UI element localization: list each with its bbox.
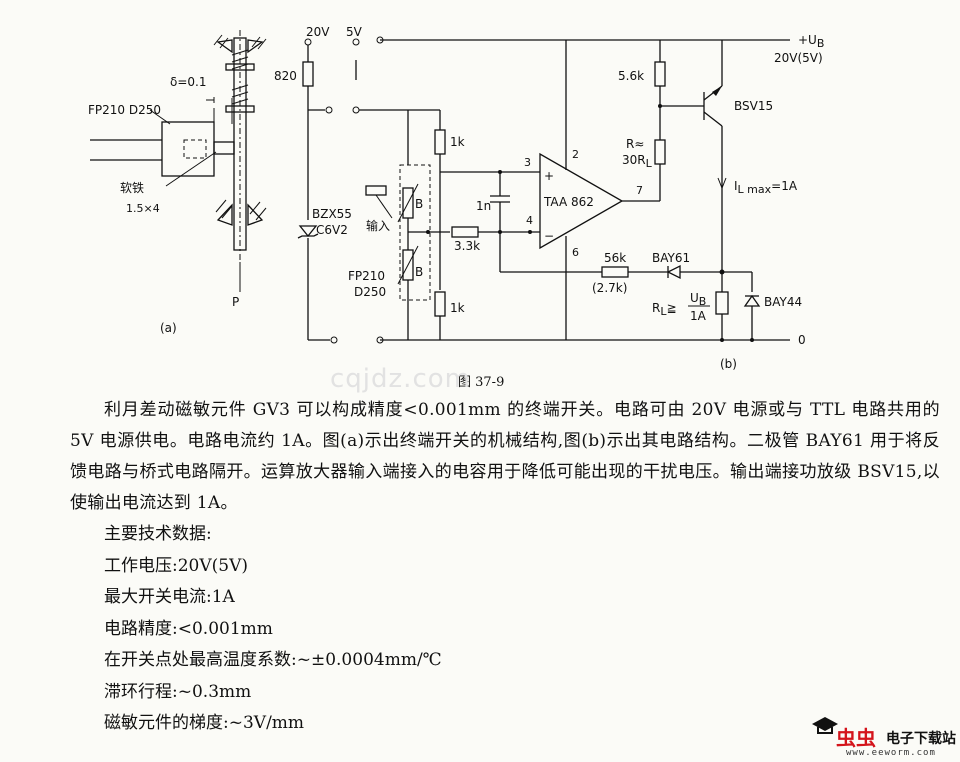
label-rl-num: UB <box>690 291 706 308</box>
lower-nut <box>225 105 255 113</box>
terminal-ub-left <box>376 36 384 44</box>
rod-thread <box>231 49 249 105</box>
terminal-5v <box>352 38 360 46</box>
label-3k3: 3.3k <box>454 239 480 253</box>
part-a-label: (a) <box>160 321 177 335</box>
label-bay44: BAY44 <box>764 295 802 309</box>
label-820: 820 <box>274 69 297 83</box>
opamp-taa862 <box>539 152 624 250</box>
zener-diode <box>298 225 318 238</box>
label-20v: 20V <box>306 25 330 39</box>
resistor-30rl <box>654 139 666 165</box>
label-1k-top: 1k <box>450 135 465 149</box>
resistor-3k3 <box>451 226 479 238</box>
diode-bay61 <box>666 264 681 280</box>
label-5v: 5V <box>346 25 363 39</box>
spec-item: 磁敏元件的梯度:~3V/mm <box>104 713 305 733</box>
terminal-20v <box>304 38 312 46</box>
current-arrow <box>717 177 727 190</box>
label-rl-1: R≈ <box>626 137 644 151</box>
spec-item: 电路精度:<0.001mm <box>104 618 273 639</box>
part-b-circuit: 20V 5V +UB 20V(5V) 820 BZX55 C6V2 0 1k <box>274 25 824 371</box>
sensor-element <box>183 139 207 159</box>
label-rl-cond: RL≧ <box>652 301 677 318</box>
label-pin2: 2 <box>572 148 579 161</box>
label-plus: + <box>544 169 554 183</box>
plunger-label: P <box>232 295 239 309</box>
figure-caption: 图 37-9 <box>458 375 504 390</box>
part-b-label: (b) <box>720 357 737 371</box>
spec-item: 滞环行程:~0.3mm <box>104 681 252 702</box>
label-sensor-b2: D250 <box>354 285 386 299</box>
label-2k7: (2.7k) <box>592 281 627 295</box>
label-ub: +UB <box>798 33 824 50</box>
circuit-figure: δ=0.1 FP210 D250 软铁 1.5×4 P (a) 20V 5V +… <box>88 25 824 390</box>
sensor-dashed-box <box>399 164 431 301</box>
housing-bottom <box>215 199 267 226</box>
label-sensor-b: FP210 <box>348 269 385 283</box>
label-minus: − <box>544 229 554 243</box>
resistor-820 <box>302 61 314 87</box>
spec-item: 工作电压:20V(5V) <box>104 555 248 576</box>
gap-arrow <box>206 97 215 103</box>
resistor-56k <box>601 266 629 278</box>
label-bay61: BAY61 <box>652 251 690 265</box>
iron-name-label: 软铁 <box>120 181 144 195</box>
label-zener: BZX55 <box>312 207 352 221</box>
resistor-5k6 <box>654 61 666 87</box>
article-text: 利月差动磁敏元件 GV3 可以构成精度<0.001mm 的终端开关。电路可由 2… <box>70 395 940 740</box>
label-bridge-b2: B <box>415 265 423 279</box>
resistor-1k-bot <box>434 291 446 317</box>
label-supply: 20V(5V) <box>774 51 823 65</box>
watermark: cqjdz.com <box>330 364 471 394</box>
upper-nut <box>225 63 255 71</box>
spec-item: 在开关点处最高温度系数:~±0.0004mm/℃ <box>104 650 442 670</box>
spec-title: 主要技术数据: <box>104 524 212 544</box>
site-logo: 虫虫 电子下载站 www.eeworm.com <box>808 712 958 760</box>
label-pin3: 3 <box>524 156 531 169</box>
iron-leader <box>165 151 217 187</box>
diode-bay44 <box>743 294 761 307</box>
spec-item: 最大开关电流:1A <box>104 587 235 607</box>
logo-brand: 虫虫 <box>836 726 876 750</box>
iron-size-label: 1.5×4 <box>126 202 160 215</box>
sensor-a-leader <box>149 109 171 125</box>
label-gnd: 0 <box>798 333 806 347</box>
label-bridge-b1: B <box>415 197 423 211</box>
label-current: IL max=1A <box>734 179 798 196</box>
label-cap: 1n <box>476 199 491 213</box>
label-pin6: 6 <box>572 246 579 259</box>
label-rl-2: 30RL <box>622 153 653 170</box>
graduation-cap-icon <box>812 717 838 734</box>
label-input: 输入 <box>366 218 390 233</box>
logo-site-name: 电子下载站 <box>886 731 956 747</box>
logo-url: www.eeworm.com <box>846 748 936 758</box>
label-56k: 56k <box>604 251 626 265</box>
label-5k6: 5.6k <box>618 69 644 83</box>
gap-label: δ=0.1 <box>170 75 206 89</box>
input-magnet-icon <box>365 185 387 196</box>
label-pin4: 4 <box>526 214 533 227</box>
sensor-body <box>161 121 215 177</box>
sensor-a-label: FP210 D250 <box>88 103 161 117</box>
soft-iron <box>213 141 235 155</box>
resistor-1k-top <box>434 129 446 155</box>
part-a-mechanical: δ=0.1 FP210 D250 软铁 1.5×4 P (a) <box>88 30 267 335</box>
label-transistor: BSV15 <box>734 99 773 113</box>
load-rl <box>715 291 729 315</box>
label-opamp: TAA 862 <box>543 195 594 209</box>
label-pin7: 7 <box>636 184 643 197</box>
label-zener-v: C6V2 <box>316 223 348 237</box>
body-paragraph: 利月差动磁敏元件 GV3 可以构成精度<0.001mm 的终端开关。电路可由 2… <box>70 400 940 513</box>
housing-top <box>213 34 267 54</box>
label-1k-bot: 1k <box>450 301 465 315</box>
label-rl-den: 1A <box>690 309 707 323</box>
